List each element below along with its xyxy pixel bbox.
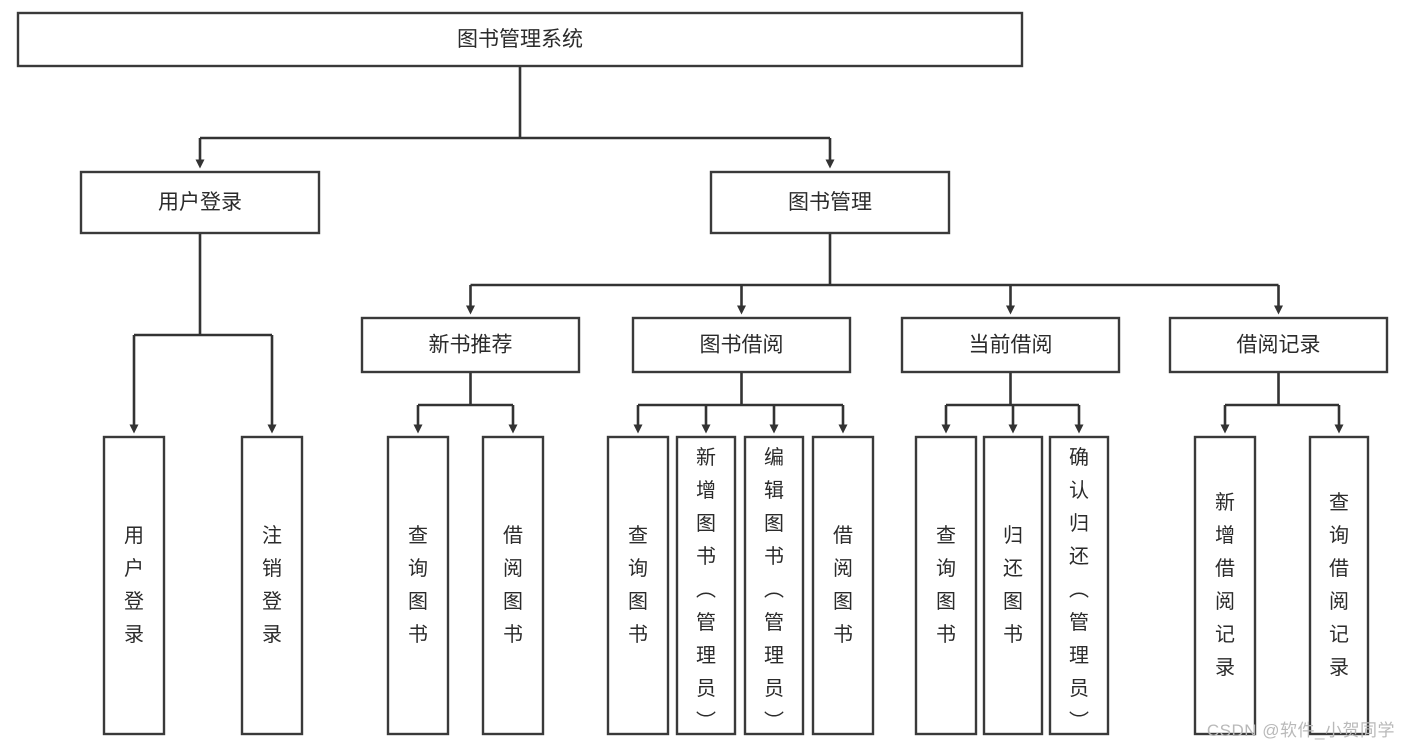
node-label-l3-4: 借阅图书 xyxy=(503,524,523,646)
node-label-l3-10: 归还图书 xyxy=(1003,524,1023,646)
edge-group-record xyxy=(1220,372,1344,434)
node-l3-2[interactable]: 注销登录 xyxy=(240,435,304,736)
node-box-l3-7 xyxy=(743,435,805,736)
edge-group-login xyxy=(129,233,277,434)
node-box-l3-4 xyxy=(481,435,545,736)
node-l3-3[interactable]: 查询图书 xyxy=(386,435,450,736)
node-l3-11[interactable]: 确认归还︵管理员︶ xyxy=(1048,435,1110,736)
node-label-l3-7: 编辑图书︵管理员︶ xyxy=(764,446,784,733)
node-l3-9[interactable]: 查询图书 xyxy=(914,435,978,736)
node-l3-13[interactable]: 查询借阅记录 xyxy=(1308,435,1370,736)
node-box-l3-9 xyxy=(914,435,978,736)
node-box-newrec xyxy=(360,316,581,374)
node-label-l3-9: 查询图书 xyxy=(936,524,956,646)
node-box-l3-10 xyxy=(982,435,1044,736)
node-newrec[interactable]: 新书推荐 xyxy=(360,316,581,374)
node-label-current: 当前借阅 xyxy=(969,334,1053,357)
node-label-l3-12: 新增借阅记录 xyxy=(1215,491,1235,679)
edge-layer xyxy=(129,66,1344,434)
node-box-l3-11 xyxy=(1048,435,1110,736)
node-box-l3-1 xyxy=(102,435,166,736)
node-box-l3-12 xyxy=(1193,435,1257,736)
node-box-l3-13 xyxy=(1308,435,1370,736)
node-label-root: 图书管理系统 xyxy=(457,28,583,51)
node-label-bookmgmt: 图书管理 xyxy=(788,191,872,214)
node-label-l3-2: 注销登录 xyxy=(262,524,282,646)
node-label-l3-6: 新增图书︵管理员︶ xyxy=(696,446,716,733)
edge-group-newrec xyxy=(413,372,518,434)
node-box-l3-5 xyxy=(606,435,670,736)
edge-group-current xyxy=(941,372,1084,434)
node-label-l3-5: 查询图书 xyxy=(628,524,648,646)
node-label-l3-11: 确认归还︵管理员︶ xyxy=(1069,446,1089,733)
node-label-login: 用户登录 xyxy=(158,191,242,214)
node-borrow[interactable]: 图书借阅 xyxy=(631,316,852,374)
node-box-l3-2 xyxy=(240,435,304,736)
node-box-borrow xyxy=(631,316,852,374)
node-l3-6[interactable]: 新增图书︵管理员︶ xyxy=(675,435,737,736)
node-l3-4[interactable]: 借阅图书 xyxy=(481,435,545,736)
node-box-l3-6 xyxy=(675,435,737,736)
node-box-current xyxy=(900,316,1121,374)
edge-group-root xyxy=(195,66,835,169)
node-label-newrec: 新书推荐 xyxy=(429,334,513,357)
node-l3-12[interactable]: 新增借阅记录 xyxy=(1193,435,1257,736)
node-box-root xyxy=(16,11,1024,68)
node-label-l3-1: 用户登录 xyxy=(124,525,144,646)
node-l3-10[interactable]: 归还图书 xyxy=(982,435,1044,736)
node-box-l3-3 xyxy=(386,435,450,736)
node-box-bookmgmt xyxy=(709,170,951,235)
node-l3-5[interactable]: 查询图书 xyxy=(606,435,670,736)
node-label-l3-8: 借阅图书 xyxy=(833,524,853,646)
node-box-login xyxy=(79,170,321,235)
node-box-l3-8 xyxy=(811,435,875,736)
node-label-l3-3: 查询图书 xyxy=(408,524,428,646)
node-layer: 图书管理系统用户登录图书管理新书推荐图书借阅当前借阅借阅记录用户登录注销登录查询… xyxy=(16,11,1389,736)
node-login[interactable]: 用户登录 xyxy=(79,170,321,235)
node-label-borrow: 图书借阅 xyxy=(700,334,784,357)
node-l3-8[interactable]: 借阅图书 xyxy=(811,435,875,736)
edge-group-bookmgmt xyxy=(466,233,1283,315)
node-current[interactable]: 当前借阅 xyxy=(900,316,1121,374)
node-label-record: 借阅记录 xyxy=(1237,334,1321,357)
node-record[interactable]: 借阅记录 xyxy=(1168,316,1389,374)
node-label-l3-13: 查询借阅记录 xyxy=(1329,491,1349,679)
node-box-record xyxy=(1168,316,1389,374)
node-l3-1[interactable]: 用户登录 xyxy=(102,435,166,736)
node-root[interactable]: 图书管理系统 xyxy=(16,11,1024,68)
edge-group-borrow xyxy=(633,372,848,434)
node-l3-7[interactable]: 编辑图书︵管理员︶ xyxy=(743,435,805,736)
node-bookmgmt[interactable]: 图书管理 xyxy=(709,170,951,235)
